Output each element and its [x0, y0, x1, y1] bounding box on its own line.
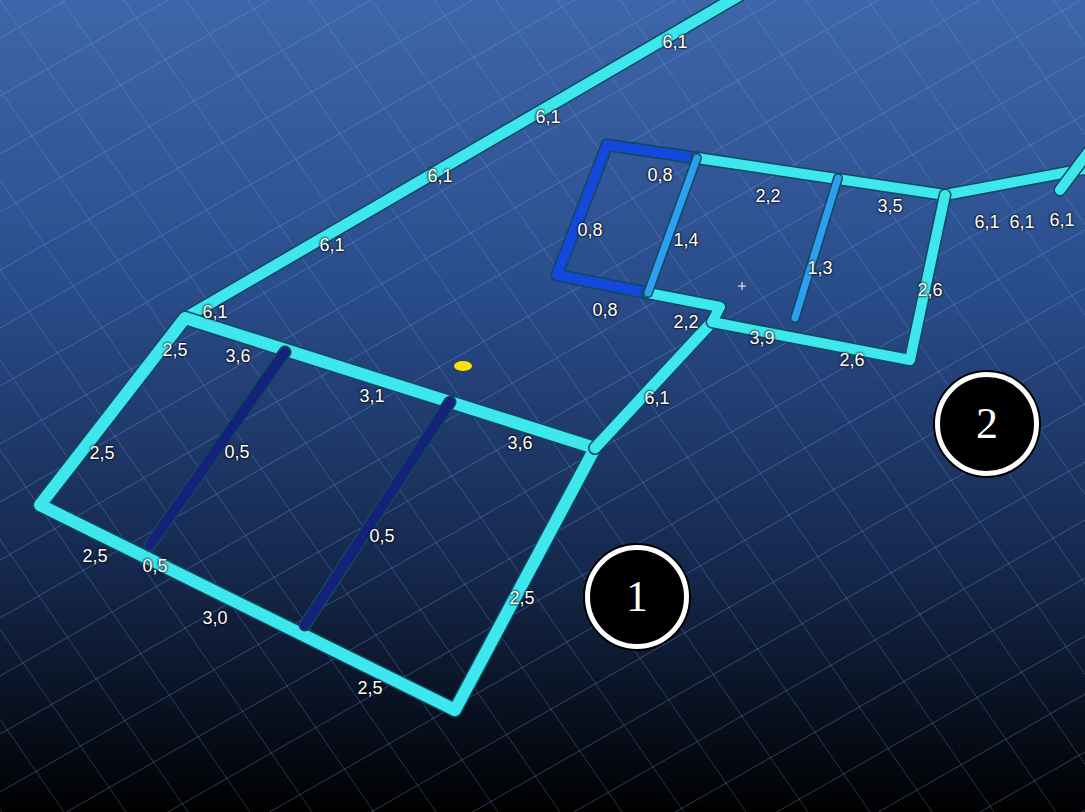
beam-outline — [795, 178, 838, 318]
beam-value: 2,2 — [755, 187, 780, 205]
grid-line — [0, 0, 126, 812]
beam-value: 0,5 — [369, 527, 394, 545]
grid-line — [62, 0, 622, 812]
beam-outline — [557, 145, 697, 293]
beam — [185, 0, 740, 318]
beam-value: 6,1 — [974, 213, 999, 231]
beam-outline — [185, 0, 740, 318]
grid-line — [0, 694, 1085, 812]
callout-text: 1 — [626, 575, 648, 619]
beam-value: 6,1 — [319, 236, 344, 254]
grid-line — [1054, 0, 1085, 812]
grid-line — [0, 172, 1085, 792]
grid-line — [0, 114, 1085, 734]
beam-outline — [40, 318, 595, 710]
grid-line — [0, 520, 1085, 812]
beam-outline — [1060, 150, 1085, 190]
beam — [150, 352, 285, 545]
grid-line — [0, 0, 1085, 38]
beam-value: 0,8 — [577, 221, 602, 239]
beam-outline — [648, 195, 945, 360]
grid-line — [0, 288, 1085, 812]
grid-line — [682, 0, 1085, 812]
beam — [595, 322, 712, 448]
beam-value: 2,5 — [89, 444, 114, 462]
grid-line — [0, 752, 1085, 812]
beam-value: 3,6 — [507, 434, 532, 452]
grid-line — [496, 0, 1056, 812]
grid-line — [0, 578, 1085, 812]
callout-number: 2 — [935, 372, 1039, 476]
beam — [648, 158, 697, 293]
beam-value: 6,1 — [1049, 211, 1074, 229]
beam-value: 3,0 — [202, 609, 227, 627]
grid-line — [620, 0, 1085, 812]
beam-value: 2,6 — [839, 351, 864, 369]
beam-value: 3,9 — [749, 329, 774, 347]
grid-line — [0, 0, 1085, 96]
beam — [648, 195, 945, 360]
beam — [305, 402, 450, 625]
beams — [40, 0, 1085, 710]
beam-value: 0,8 — [592, 301, 617, 319]
beam-outline — [305, 402, 450, 625]
beam-outline — [697, 158, 1085, 195]
beam — [40, 318, 595, 710]
beam — [557, 145, 697, 293]
beam — [697, 158, 1085, 195]
beam-value: 6,1 — [202, 303, 227, 321]
beam-value: 6,1 — [662, 33, 687, 51]
beam-value: 0,5 — [224, 443, 249, 461]
beam-value: 3,1 — [359, 387, 384, 405]
beam-outline — [648, 158, 697, 293]
beam-outline — [150, 352, 285, 545]
callout-text: 2 — [976, 402, 998, 446]
beam-value: 3,6 — [225, 347, 250, 365]
beam — [795, 178, 838, 318]
grid-line — [0, 404, 1085, 812]
beam-value: 0,5 — [142, 557, 167, 575]
grid-line — [0, 56, 1085, 676]
beam-value: 2,6 — [917, 281, 942, 299]
beam-value: 0,8 — [647, 166, 672, 184]
grid-line — [744, 0, 1085, 812]
beam-outline — [595, 322, 712, 448]
grid-line — [806, 0, 1085, 812]
beam-value: 6,1 — [1009, 213, 1034, 231]
grid-line — [558, 0, 1085, 812]
grid-line — [310, 0, 870, 812]
beam-value: 1,4 — [673, 231, 698, 249]
grid-line — [0, 0, 374, 812]
grid-line — [0, 636, 1085, 812]
beam-value: 2,5 — [162, 341, 187, 359]
grid-line — [0, 0, 1085, 560]
beam-value: 2,5 — [357, 679, 382, 697]
callout-number: 1 — [585, 545, 689, 649]
load-marker — [454, 361, 472, 371]
beam-value: 1,3 — [807, 259, 832, 277]
beam-value: 2,5 — [82, 547, 107, 565]
beam-value: 6,1 — [427, 167, 452, 185]
beam-value: 6,1 — [644, 389, 669, 407]
beam — [1060, 150, 1085, 190]
grid-line — [0, 0, 1085, 618]
grid-line — [0, 0, 1085, 270]
grid-line — [0, 0, 1085, 154]
grid-line — [868, 0, 1085, 812]
grid-line — [0, 810, 1085, 812]
beam-value: 6,1 — [535, 108, 560, 126]
grid-line — [0, 462, 1085, 812]
grid-line — [0, 0, 2, 812]
beam-value: 2,5 — [509, 589, 534, 607]
beam-value: 3,5 — [877, 197, 902, 215]
cursor-cross — [738, 282, 746, 290]
beam-value: 2,2 — [673, 313, 698, 331]
grid-line — [930, 0, 1085, 812]
